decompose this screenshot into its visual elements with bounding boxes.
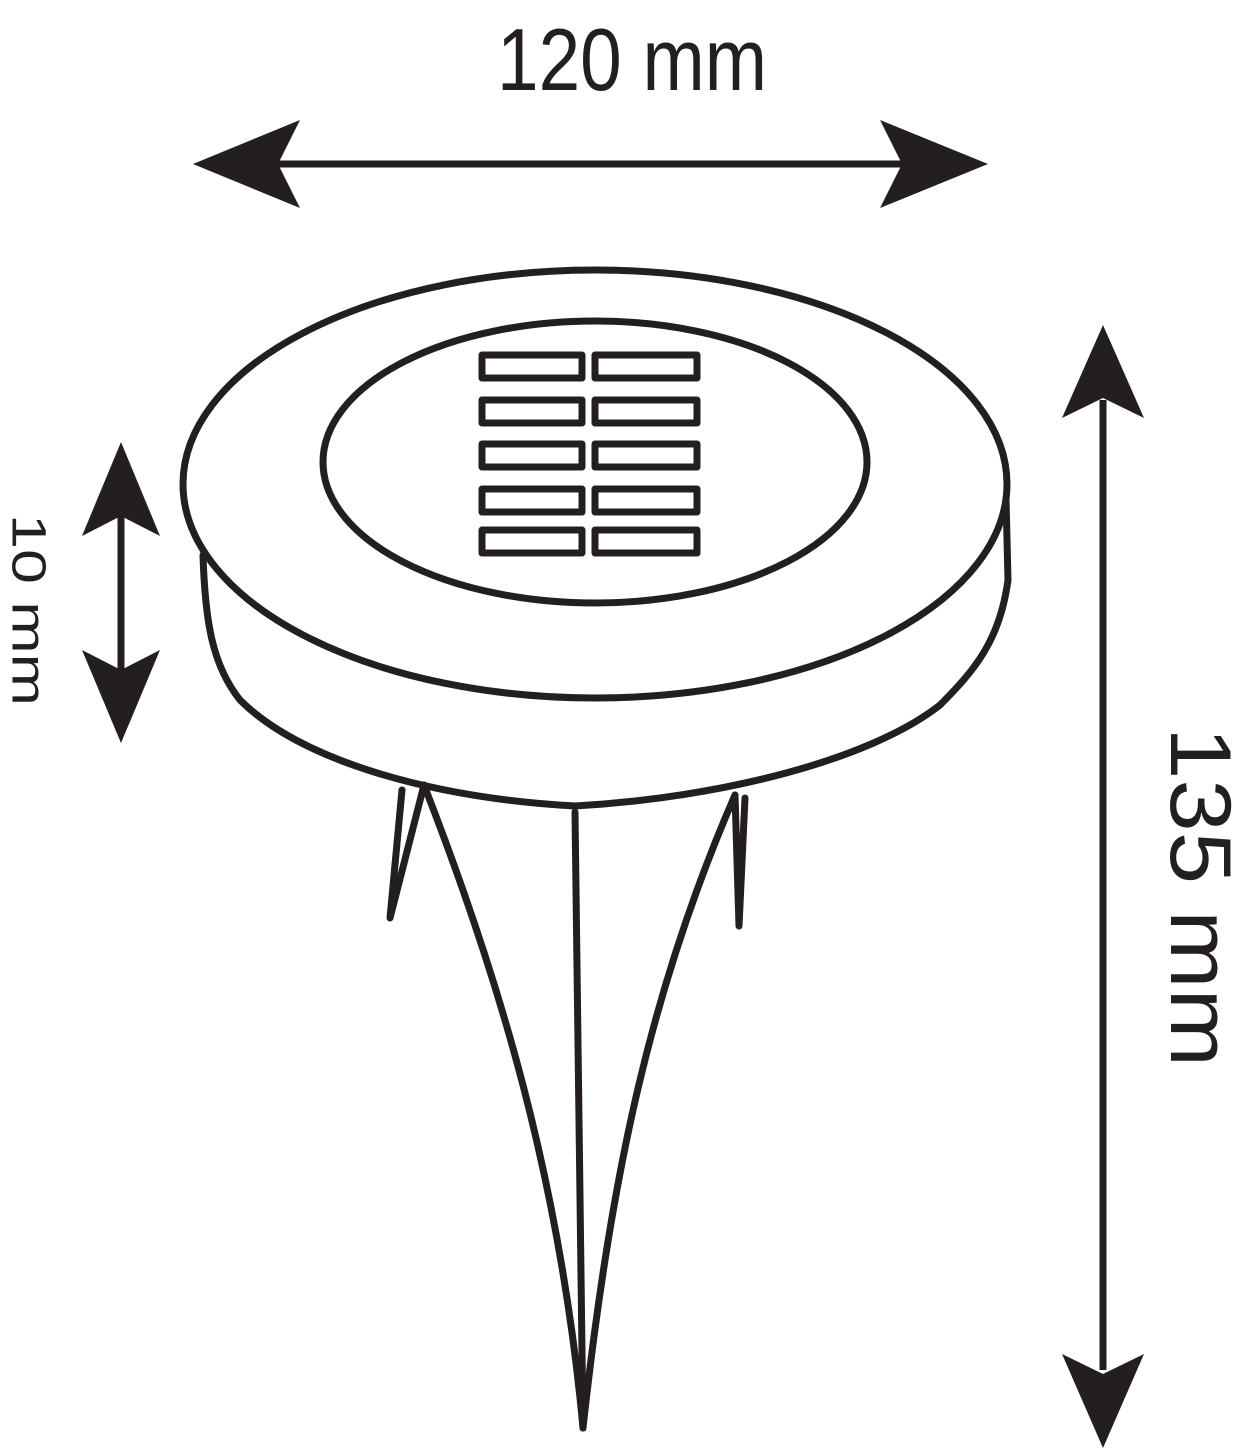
stake-center-rib — [571, 808, 587, 1432]
solar-cell — [478, 396, 586, 427]
solar-cells — [478, 351, 701, 557]
light-side-wall — [199, 494, 1012, 810]
solar-light-body — [179, 266, 1012, 810]
width-label: 120 mm — [497, 10, 767, 109]
height-arrow-bottom-head — [1062, 1354, 1144, 1448]
solar-cell — [591, 351, 701, 382]
height-label: 135 mm — [1152, 727, 1248, 1067]
solar-cell — [591, 396, 701, 427]
height-dimension: 135 mm — [1062, 325, 1248, 1448]
stake-left-fin — [386, 781, 428, 922]
thickness-label: 10 mm — [2, 514, 55, 706]
solar-cell — [478, 440, 586, 471]
width-arrow-right-head — [880, 120, 988, 208]
solar-cell — [478, 485, 586, 516]
solar-cell — [591, 440, 701, 471]
solar-cell — [591, 485, 701, 516]
width-arrow-left-head — [193, 120, 300, 208]
solar-cell — [478, 351, 586, 382]
ground-stake — [386, 781, 749, 1432]
thickness-arrow-top-head — [82, 442, 160, 536]
stake-right-fin — [731, 791, 749, 930]
width-dimension: 120 mm — [193, 10, 988, 208]
light-outer-rim — [179, 266, 1011, 702]
solar-panel-frame — [319, 317, 871, 607]
solar-cell — [478, 526, 586, 557]
thickness-dimension: 10 mm — [2, 442, 160, 743]
solar-cell — [591, 526, 701, 557]
thickness-arrow-bottom-head — [82, 650, 160, 743]
height-arrow-top-head — [1062, 325, 1144, 418]
